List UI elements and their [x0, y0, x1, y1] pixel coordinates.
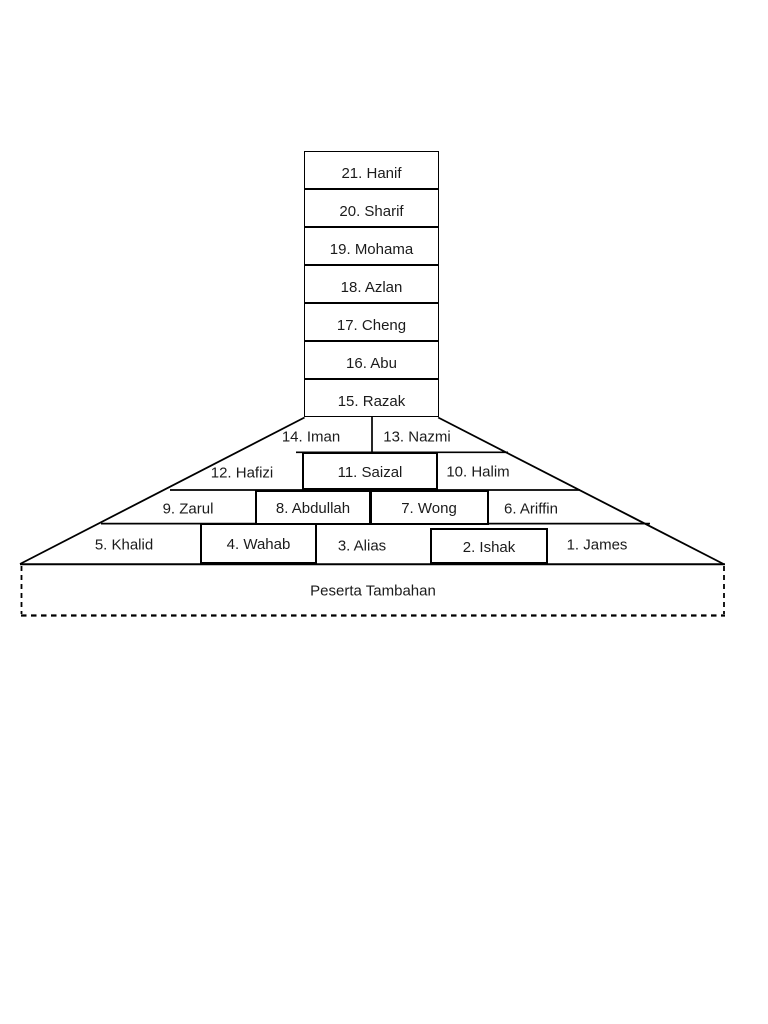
- seat-label: 16. Abu: [346, 354, 397, 372]
- seat-label: 17. Cheng: [336, 316, 407, 334]
- seat-box-19-mohama: 19. Mohama: [304, 227, 439, 265]
- seat-box-16-abu: 16. Abu: [304, 341, 439, 379]
- seat-5-khalid: 5. Khalid: [94, 536, 154, 554]
- seat-13-nazmi: 13. Nazmi: [383, 428, 451, 446]
- seat-box-8-abdullah: 8. Abdullah: [255, 489, 371, 525]
- seat-label: 2. Ishak: [462, 538, 516, 556]
- seat-box-4-wahab: 4. Wahab: [200, 522, 317, 564]
- seat-box-2-ishak: 2. Ishak: [430, 527, 548, 564]
- seat-box-11-saizal: 11. Saizal: [302, 452, 438, 490]
- right-diagonal-line: [437, 416, 724, 565]
- seat-6-ariffin: 6. Ariffin: [504, 500, 558, 518]
- seat-label: 4. Wahab: [226, 536, 291, 553]
- seat-box-17-cheng: 17. Cheng: [304, 303, 439, 341]
- seat-label: 15. Razak: [337, 392, 406, 410]
- seat-label: 18. Azlan: [340, 278, 403, 296]
- seat-1-james: 1. James: [566, 536, 628, 554]
- seat-box-18-azlan: 18. Azlan: [304, 265, 439, 303]
- seat-label: 20. Sharif: [339, 202, 404, 220]
- seat-9-zarul: 9. Zarul: [162, 500, 214, 518]
- seat-label: 21. Hanif: [341, 164, 402, 182]
- seat-label: 19. Mohama: [329, 240, 414, 258]
- seat-label: 8. Abdullah: [275, 500, 351, 518]
- seat-box-21-hanif: 21. Hanif: [304, 151, 439, 189]
- seat-10-halim: 10. Halim: [446, 463, 510, 481]
- seat-box-7-wong: 7. Wong: [369, 489, 489, 525]
- left-diagonal-line: [19, 416, 305, 565]
- seat-box-15-razak: 15. Razak: [304, 379, 439, 417]
- seat-label: 7. Wong: [401, 500, 457, 518]
- seat-3-alias: 3. Alias: [337, 537, 387, 555]
- seat-14-iman: 14. Iman: [281, 428, 341, 446]
- extra-participants-label: Peserta Tambahan: [310, 582, 436, 600]
- seat-box-20-sharif: 20. Sharif: [304, 189, 439, 227]
- seat-12-hafizi: 12. Hafizi: [210, 464, 274, 482]
- seat-label: 11. Saizal: [337, 464, 403, 481]
